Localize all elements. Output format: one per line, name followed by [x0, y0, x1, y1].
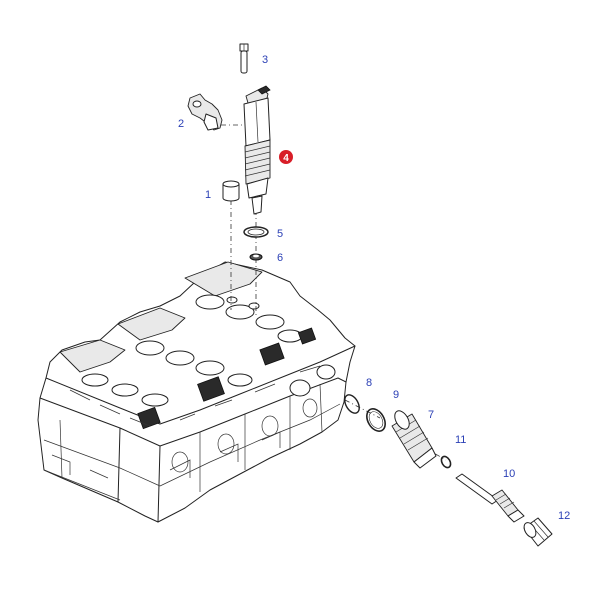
part-labels: 1 2 3 4 5 6 7 8 9 10 11 12: [178, 54, 570, 522]
label-part-1: 1: [205, 189, 211, 201]
seal-ring-9-part: [366, 408, 386, 432]
label-part-3: 3: [262, 54, 268, 66]
bolt-part: [239, 43, 249, 74]
label-part-12: 12: [558, 510, 570, 522]
o-ring-part: [249, 253, 263, 261]
clamp-part: [187, 93, 223, 131]
adapter-sleeve-part: [391, 410, 437, 469]
washer-part: [243, 226, 269, 238]
label-part-7: 7: [428, 409, 434, 421]
label-part-4-badge: [279, 150, 293, 164]
seal-cap-part: [222, 180, 240, 202]
connector-tube-part: [455, 473, 525, 523]
label-part-5: 5: [277, 228, 283, 240]
fitting-nut-part: [523, 517, 553, 547]
label-part-2: 2: [178, 118, 184, 130]
label-part-11: 11: [455, 434, 466, 446]
small-ring-11-part: [440, 455, 452, 469]
injector-part: [243, 85, 271, 215]
cylinder-head: [37, 261, 356, 523]
label-part-9: 9: [393, 389, 399, 401]
label-part-8: 8: [366, 377, 372, 389]
seal-ring-8-part: [344, 394, 360, 414]
label-part-10: 10: [503, 468, 515, 480]
label-part-4: 4: [283, 153, 289, 164]
label-part-6: 6: [277, 252, 283, 264]
